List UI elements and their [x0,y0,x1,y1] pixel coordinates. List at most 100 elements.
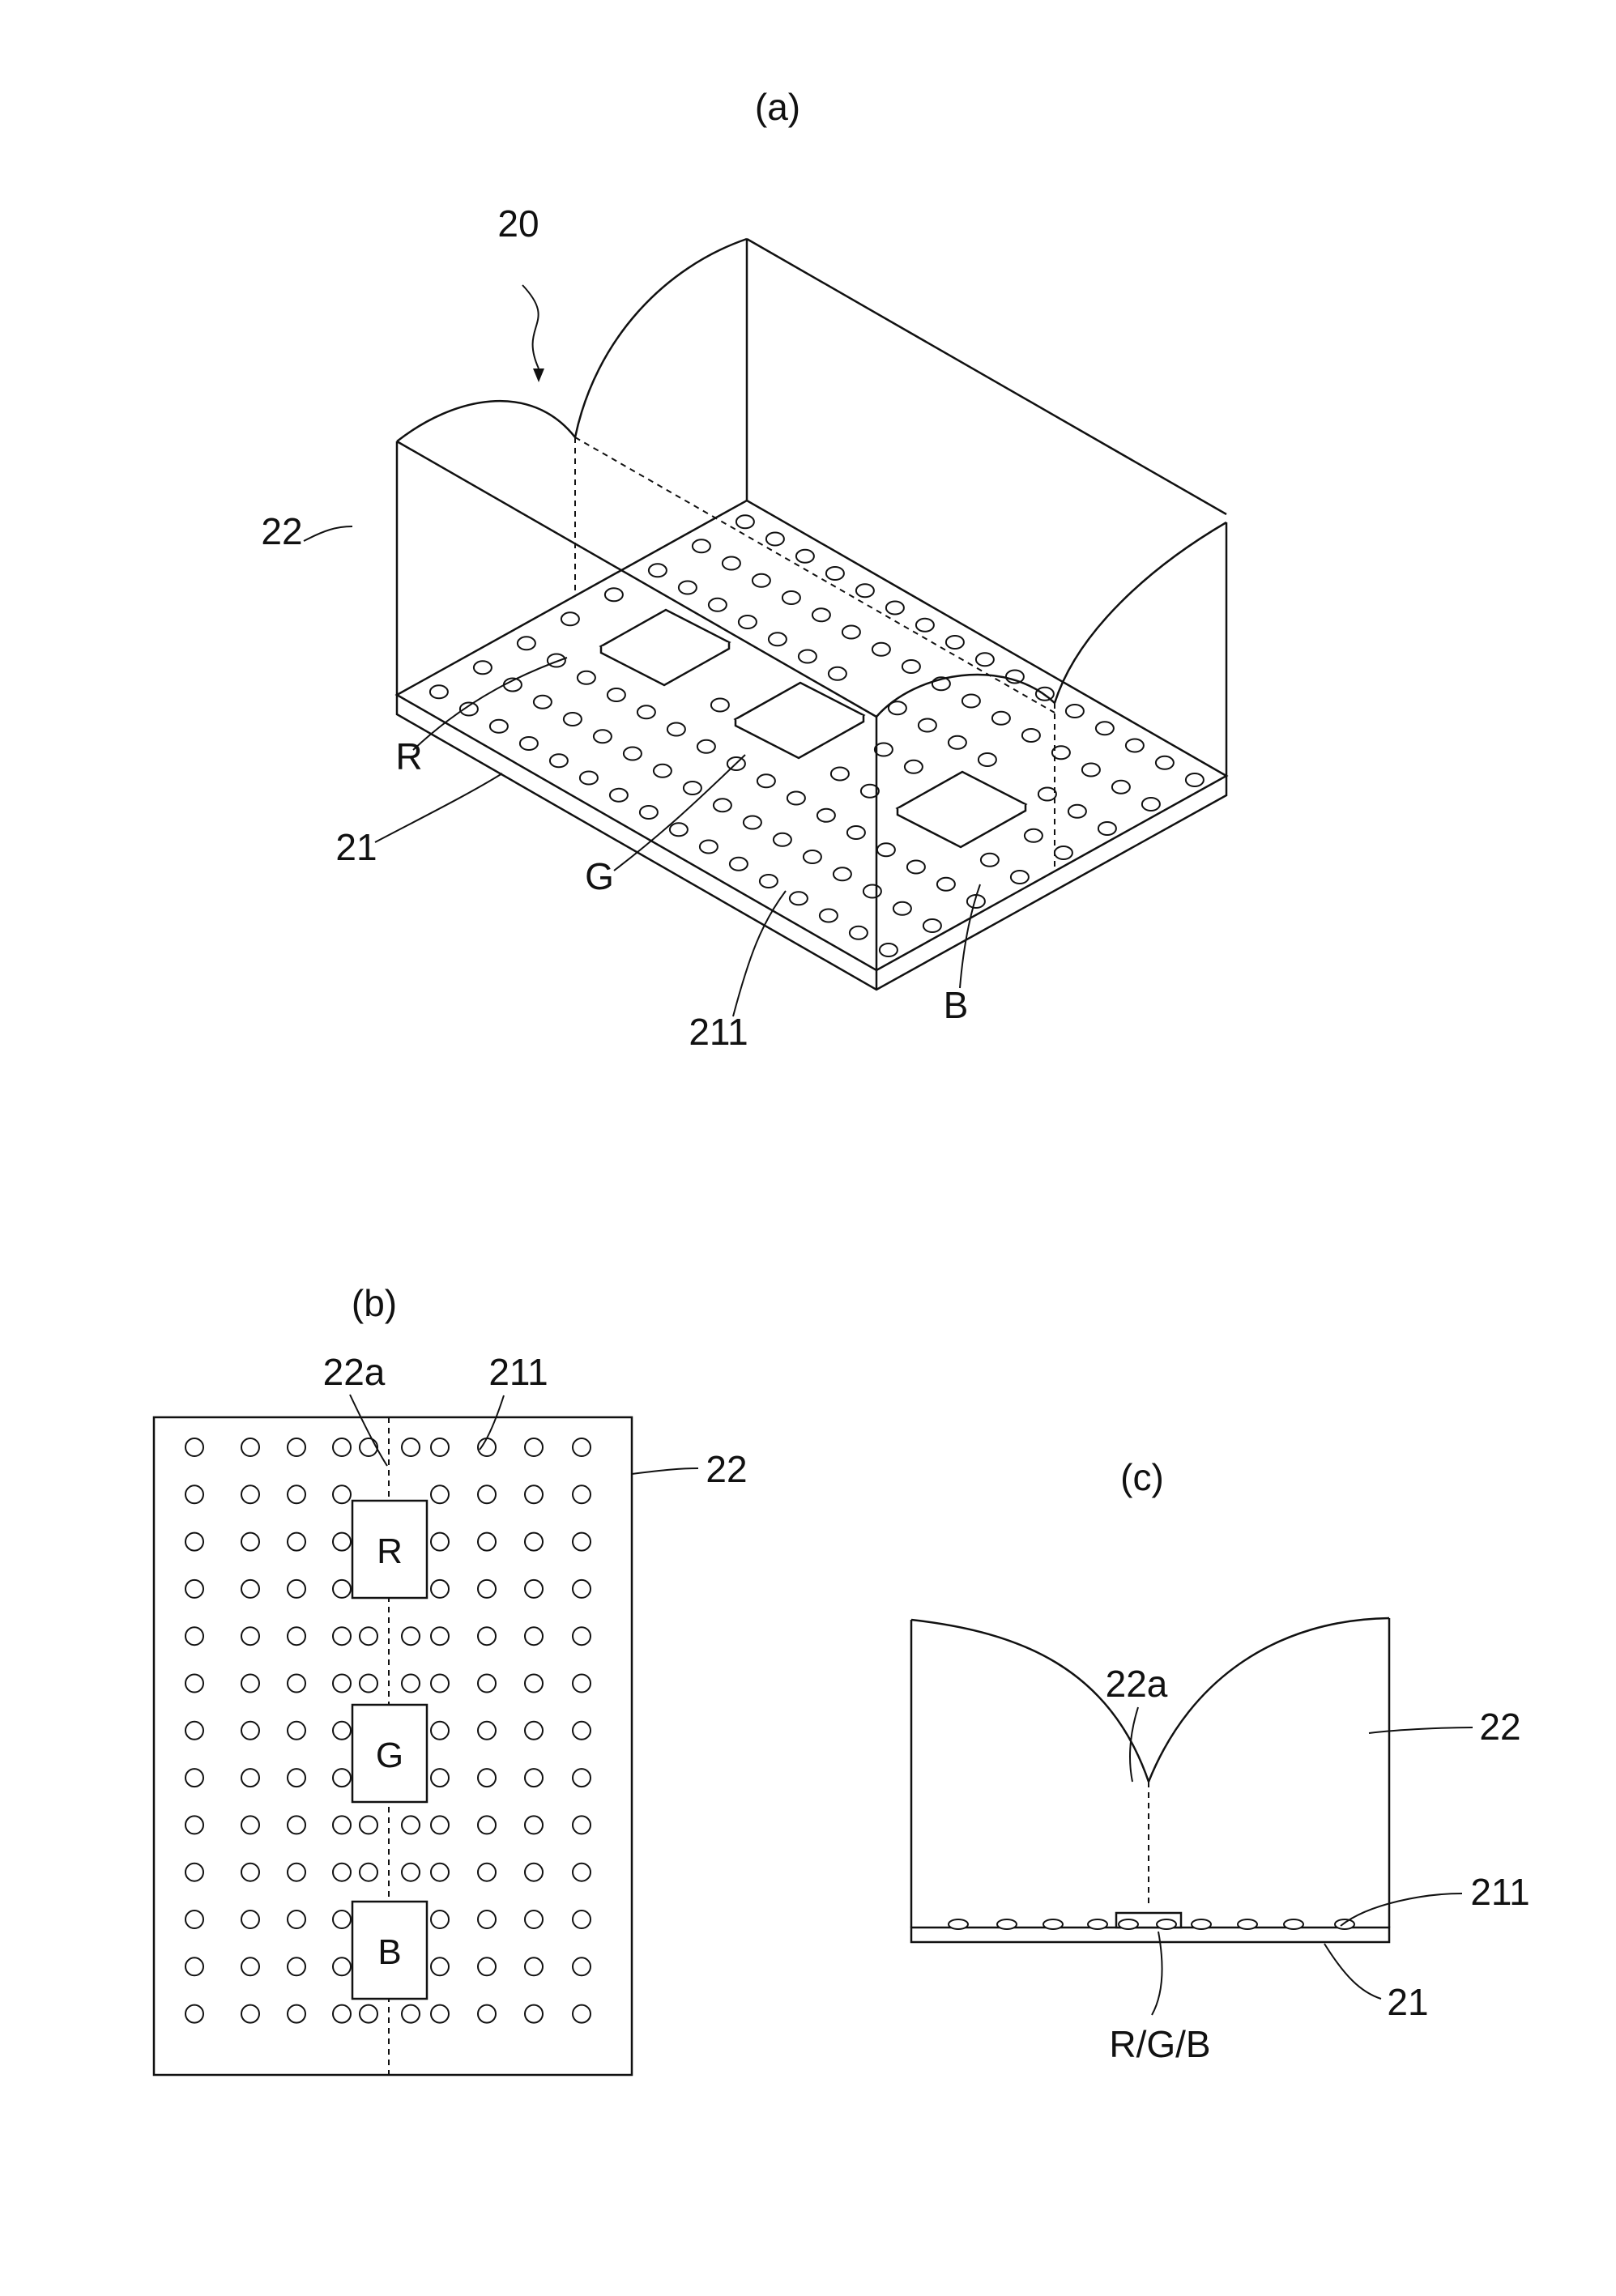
dimple [1022,729,1040,742]
dimple [637,705,655,718]
dimple [1238,1919,1257,1929]
dimple [812,608,830,621]
dimple [360,1675,377,1693]
dimple [520,737,538,750]
dimple [573,1533,591,1551]
dimple [185,1485,203,1503]
dimple [402,1438,420,1456]
dimple [185,1864,203,1881]
dimple [739,616,757,628]
dimple [796,550,814,563]
dimple [886,602,904,615]
dimple [820,909,838,922]
dimple [573,1580,591,1598]
dimple [478,1910,496,1928]
dimple [723,557,740,570]
figure-a-caption: (a) [755,86,800,128]
dimple [1088,1919,1107,1929]
dimple [478,1580,496,1598]
dimple [847,826,865,839]
dimple [573,1864,591,1881]
dimple [241,1438,259,1456]
dimple [185,1580,203,1598]
dimple [288,1533,305,1551]
dimple [573,2005,591,2023]
dimple [431,1485,449,1503]
label-22-b: 22 [706,1448,747,1490]
dimple [1157,1919,1176,1929]
dimple [333,1485,351,1503]
dimple [1082,764,1100,777]
dimple [573,1910,591,1928]
dimple [670,823,688,836]
dimple [431,1722,449,1740]
dimple [1055,846,1072,859]
dimple [1025,829,1043,842]
dimple [831,768,849,781]
dimple [478,1816,496,1834]
dimple [185,1910,203,1928]
dimple [360,1438,377,1456]
dimple [241,1627,259,1645]
dimple [478,1627,496,1645]
dimple [640,806,658,819]
label-22: 22 [261,510,302,552]
dimple [185,1722,203,1740]
dimple [478,2005,496,2023]
dimple [478,1957,496,1975]
dimple [478,1485,496,1503]
dimple [916,619,934,632]
dimple [402,1864,420,1881]
dimple [431,2005,449,2023]
dimple [700,841,718,854]
dimple [594,730,612,743]
dimple [766,533,784,546]
dimple [525,1675,543,1693]
dimple [1038,788,1056,801]
figure-a: (a) [261,86,1226,1053]
dimple [241,1722,259,1740]
dimple [431,1769,449,1787]
dimple [684,782,701,794]
dimple [624,748,642,760]
dimple [1186,773,1204,786]
dimple [478,1864,496,1881]
dimple [981,854,999,867]
chip-b-letter: B [377,1932,401,1972]
dimple [402,1675,420,1693]
label-21-c: 21 [1387,1981,1428,2023]
dimple [1156,756,1174,769]
dimple [288,1910,305,1928]
dimple [333,1816,351,1834]
dimple [288,2005,305,2023]
dimple [757,774,775,787]
dimple [949,736,966,749]
dimple [241,1910,259,1928]
dimple [1098,822,1116,835]
dimple [856,584,874,597]
dimple [360,1816,377,1834]
dimple [548,654,565,667]
label-211: 211 [689,1011,748,1053]
dimple [288,1627,305,1645]
dimple [333,1580,351,1598]
dimple [241,2005,259,2023]
dimple [185,1816,203,1834]
dimple [525,1864,543,1881]
dimple [573,1816,591,1834]
dimple [561,612,579,625]
dimple [610,789,628,802]
device-arrow [522,285,544,382]
dimple [992,712,1010,725]
dimple [769,633,787,645]
dimple [1011,871,1029,884]
dimple [667,723,685,736]
dimple [605,588,623,601]
figure-b-caption: (b) [352,1282,397,1324]
dimple [736,515,754,528]
dimple [431,1816,449,1834]
dimple [431,1438,449,1456]
dimple [490,720,508,733]
dimple [185,1769,203,1787]
dimple [1043,1919,1063,1929]
